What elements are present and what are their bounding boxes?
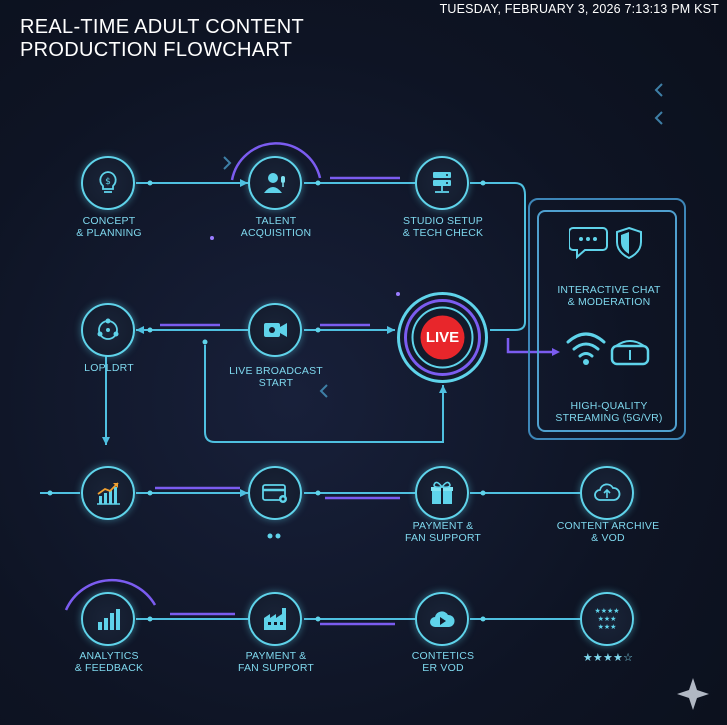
label-payment-row4: PAYMENT &FAN SUPPORT xyxy=(237,650,315,674)
label-analytics: ANALYTICS& FEEDBACK xyxy=(74,650,144,674)
shield-icon xyxy=(616,226,642,260)
node-analytics-row3[interactable] xyxy=(81,466,135,520)
video-camera-icon xyxy=(264,323,287,337)
live-indicator[interactable]: LIVE xyxy=(395,290,490,385)
label-studio: STUDIO SETUP& TECH CHECK xyxy=(402,215,484,239)
side-panel-frame xyxy=(528,198,686,440)
node-concept[interactable]: $ xyxy=(81,156,135,210)
side-panel: INTERACTIVE CHAT& MODERATION HIGH-QUALIT… xyxy=(537,210,677,432)
chat-shield-icons xyxy=(569,226,642,260)
label-stars-rating: ★★★★☆ xyxy=(582,651,634,664)
star-grid-icon: ★★★★ ★★★ ★★★ xyxy=(594,607,619,631)
wifi-icon xyxy=(566,332,606,358)
node-analytics[interactable] xyxy=(81,592,135,646)
svg-text:$: $ xyxy=(105,177,111,187)
label-archive-row3: CONTENT ARCHIVE& VOD xyxy=(556,520,660,544)
title-line-2: PRODUCTION FLOWCHART xyxy=(20,39,293,61)
node-archive-row3[interactable] xyxy=(580,466,634,520)
node-stars[interactable]: ★★★★ ★★★ ★★★ xyxy=(580,592,634,646)
cloud-upload-icon xyxy=(594,483,621,501)
node-card-row3[interactable] xyxy=(248,466,302,520)
cloud-play-icon xyxy=(430,611,455,627)
svg-text:★★★: ★★★ xyxy=(598,623,617,631)
server-icon xyxy=(433,172,451,193)
svg-text:★★★: ★★★ xyxy=(598,615,617,623)
credit-card-icon xyxy=(262,484,287,503)
gift-icon xyxy=(431,481,453,504)
timestamp: TUESDAY, FEBRUARY 3, 2026 7:13:13 PM KST xyxy=(439,2,719,16)
live-badge: LIVE xyxy=(425,329,460,346)
bar-chart-icon xyxy=(98,609,120,630)
person-microphone-icon xyxy=(264,173,285,193)
live-ring-icon xyxy=(397,292,488,383)
svg-text:★★★★: ★★★★ xyxy=(594,607,619,615)
chat-bubble-icon xyxy=(569,227,608,260)
wifi-vr-icons xyxy=(566,332,650,366)
label-loopldrt: LOPLDRT xyxy=(84,362,134,374)
node-broadcast[interactable] xyxy=(248,303,302,357)
node-payment-row3[interactable] xyxy=(415,466,469,520)
bar-chart-up-icon xyxy=(97,482,120,505)
label-chat: INTERACTIVE CHAT& MODERATION xyxy=(557,284,661,308)
label-payment-row3: PAYMENT &FAN SUPPORT xyxy=(404,520,482,544)
label-concept: CONCEPT& PLANNING xyxy=(76,215,142,239)
vr-headset-icon xyxy=(610,340,650,366)
lightbulb-dollar-icon: $ xyxy=(99,171,117,193)
node-payment-row4[interactable] xyxy=(248,592,302,646)
page-title: REAL-TIME ADULT CONTENT PRODUCTION FLOWC… xyxy=(20,16,304,62)
network-cycle-icon xyxy=(97,318,119,340)
title-line-1: REAL-TIME ADULT CONTENT xyxy=(20,16,304,38)
node-loopldrt[interactable] xyxy=(81,303,135,357)
node-talent[interactable] xyxy=(248,156,302,210)
factory-icon xyxy=(264,608,286,630)
node-contetics[interactable] xyxy=(415,592,469,646)
node-studio[interactable] xyxy=(415,156,469,210)
